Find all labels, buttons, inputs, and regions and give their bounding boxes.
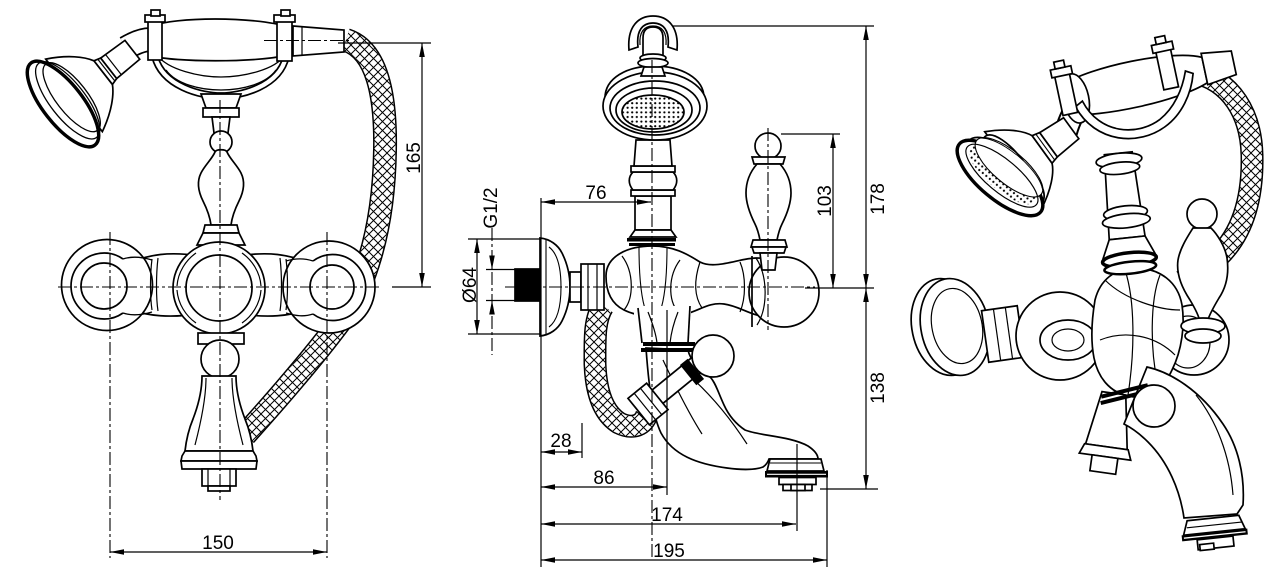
svg-text:150: 150 [202,533,234,554]
svg-text:165: 165 [404,142,425,174]
svg-text:86: 86 [593,468,614,489]
svg-text:103: 103 [815,185,836,217]
svg-text:76: 76 [585,183,606,204]
svg-text:195: 195 [653,541,685,562]
svg-text:Ø64: Ø64 [460,267,481,303]
svg-text:138: 138 [868,372,889,404]
svg-text:28: 28 [550,431,571,452]
svg-text:G1/2: G1/2 [481,187,502,228]
svg-text:178: 178 [868,183,889,215]
svg-text:174: 174 [651,505,683,526]
